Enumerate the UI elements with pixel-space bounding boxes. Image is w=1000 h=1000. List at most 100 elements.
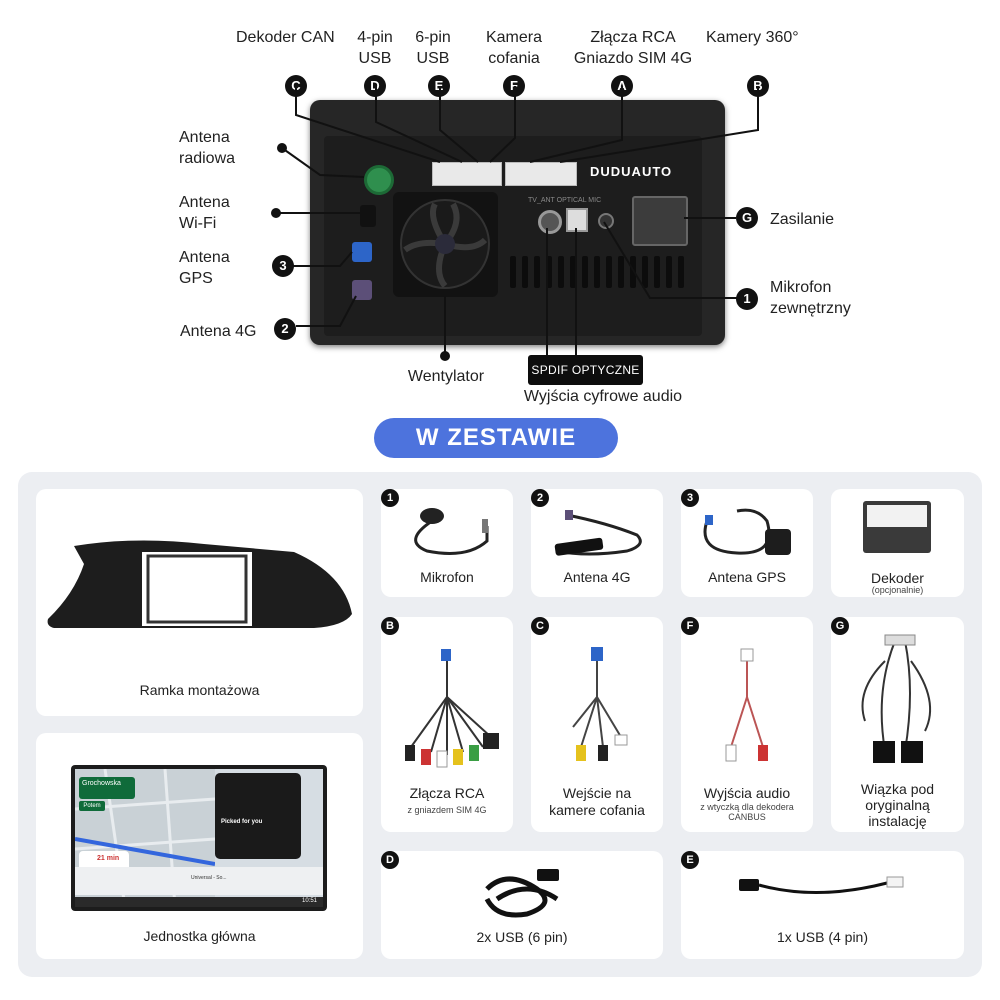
nav-instruction: Grochowska — [79, 777, 135, 799]
clock: 10:51 — [301, 898, 317, 904]
card-gps: 3 Antena GPS — [681, 489, 813, 597]
card-decoder: Dekoder (opcjonalnie) — [831, 489, 964, 597]
audio-sublabel-2: CANBUS — [728, 812, 766, 822]
widget-universal: Universal - So... — [191, 875, 227, 881]
4g-antenna-socket — [352, 280, 372, 300]
4g-label: Antena 4G — [563, 569, 631, 585]
mic-label: Mikrofon — [420, 569, 474, 585]
label-antena-wifi-2: Wi-Fi — [179, 215, 217, 232]
eta-text: 21 min — [97, 855, 120, 862]
badge-mic: 1 — [381, 489, 399, 507]
card-camera: C Wejście na kamere cofania — [531, 617, 663, 832]
label-wentylator: Wentylator — [407, 368, 485, 385]
card-head-unit: Grochowska Potem 21 min Picked for you U… — [36, 733, 363, 959]
harness-label-2: oryginalną — [865, 797, 930, 813]
label-mikrofon-2: zewnętrzny — [770, 300, 851, 317]
card-harness: G Wiązka pod oryginalną instalację — [831, 617, 964, 832]
badge-usb6: D — [381, 851, 399, 869]
label-wyjscia-cyfrowe: Wyjścia cyfrowe audio — [523, 388, 683, 405]
audio-cable-image — [725, 648, 768, 762]
mic-port — [598, 213, 614, 229]
antenna-4g-image — [554, 510, 642, 556]
label-usb6-line1: 6-pin — [415, 29, 451, 46]
widget-row: Universal - So... — [75, 867, 323, 895]
label-antena-radiowa-2: radiowa — [179, 150, 236, 167]
harness-image — [861, 634, 932, 763]
label-usb6-line2: USB — [416, 50, 450, 67]
badge-rca: B — [381, 617, 399, 635]
decoder-image — [863, 501, 931, 553]
gps-antenna-socket — [352, 242, 372, 262]
label-rca-line1: Złącza RCA — [590, 29, 676, 46]
port-silkscreen: TV_ANT OPTICAL MIC — [528, 197, 602, 204]
badge-camera: C — [531, 617, 549, 635]
frame-image — [47, 540, 352, 628]
card-frame: Ramka montażowa — [36, 489, 363, 716]
harness-label-1: Wiązka pod — [860, 781, 935, 797]
label-antena-4g: Antena 4G — [180, 323, 257, 340]
frame-label: Ramka montażowa — [139, 682, 260, 698]
label-antena-radiowa-1: Antena — [179, 129, 230, 146]
rca-image — [405, 649, 499, 768]
label-spdif: SPDIF OPTYCZNE — [528, 355, 643, 385]
label-antena-gps-2: GPS — [179, 270, 213, 287]
harness-label-3: instalację — [868, 813, 927, 829]
label-antena-gps-1: Antena — [179, 249, 230, 266]
badge-harness: G — [831, 617, 849, 635]
label-usb4-line1: 4-pin — [357, 29, 393, 46]
nav-then: Potem — [79, 801, 105, 811]
dock-bar: 10:51 — [75, 897, 323, 907]
usb6-image — [484, 869, 559, 918]
label-rca-line2: Gniazdo SIM 4G — [573, 50, 693, 67]
decoder-sublabel: (opcjonalnie) — [871, 585, 924, 595]
connector-block-usb — [432, 162, 502, 186]
badge-4g: 2 — [531, 489, 549, 507]
card-audio: F Wyjścia audio z wtyczką dla dekodera C… — [681, 617, 813, 832]
card-usb4: E 1x USB (4 pin) — [681, 851, 964, 959]
card-4g: 2 Antena 4G — [531, 489, 663, 597]
camera-label-1: Wejście na — [562, 785, 632, 801]
card-mic: 1 Mikrofon — [381, 489, 513, 597]
badge-g: G — [736, 207, 758, 229]
section-title: W ZESTAWIE — [374, 418, 618, 458]
head-unit-label: Jednostka główna — [143, 928, 256, 944]
badge-audio: F — [681, 617, 699, 635]
music-panel: Picked for you — [215, 773, 301, 859]
gps-label: Antena GPS — [708, 569, 786, 585]
label-kamery-360: Kamery 360° — [706, 29, 799, 46]
label-antena-wifi-1: Antena — [179, 194, 230, 211]
brand-logo: DUDUAUTO — [590, 164, 673, 179]
label-mikrofon-1: Mikrofon — [770, 279, 832, 296]
card-usb6: D 2x USB (6 pin) — [381, 851, 663, 959]
audio-sublabel-1: z wtyczką dla dekodera — [700, 802, 794, 812]
camera-cable-image — [572, 647, 628, 761]
radio-antenna-socket — [364, 165, 394, 195]
badge-3: 3 — [272, 255, 294, 277]
mic-image — [414, 508, 489, 555]
label-kamera-line2: cofania — [488, 50, 540, 67]
tv-antenna-port — [538, 210, 562, 234]
badge-2: 2 — [274, 318, 296, 340]
head-unit-screen: Grochowska Potem 21 min Picked for you U… — [75, 769, 323, 907]
card-rca: B Złącza RCA z gniazdem SIM 4G — [381, 617, 513, 832]
label-kamera-line1: Kamera — [485, 29, 543, 46]
wifi-antenna-socket — [360, 205, 376, 227]
label-dekoder-can: Dekoder CAN — [236, 29, 335, 46]
connector-block-rca — [505, 162, 577, 186]
rca-label: Złącza RCA — [409, 785, 485, 801]
audio-label: Wyjścia audio — [703, 785, 791, 801]
decoder-label: Dekoder — [871, 570, 924, 586]
badge-1: 1 — [736, 288, 758, 310]
leader-lines — [271, 86, 759, 361]
label-zasilanie: Zasilanie — [770, 211, 835, 228]
decoder-sticker — [867, 505, 927, 527]
usb4-label: 1x USB (4 pin) — [776, 929, 869, 945]
head-unit-screen-bezel: Grochowska Potem 21 min Picked for you U… — [71, 765, 327, 911]
fan — [393, 192, 498, 297]
gps-image — [703, 508, 791, 555]
power-connector — [632, 196, 688, 246]
badge-gps: 3 — [681, 489, 699, 507]
picked-for-you: Picked for you — [221, 819, 263, 825]
badge-usb4: E — [681, 851, 699, 869]
nav-street: Grochowska — [82, 780, 121, 787]
